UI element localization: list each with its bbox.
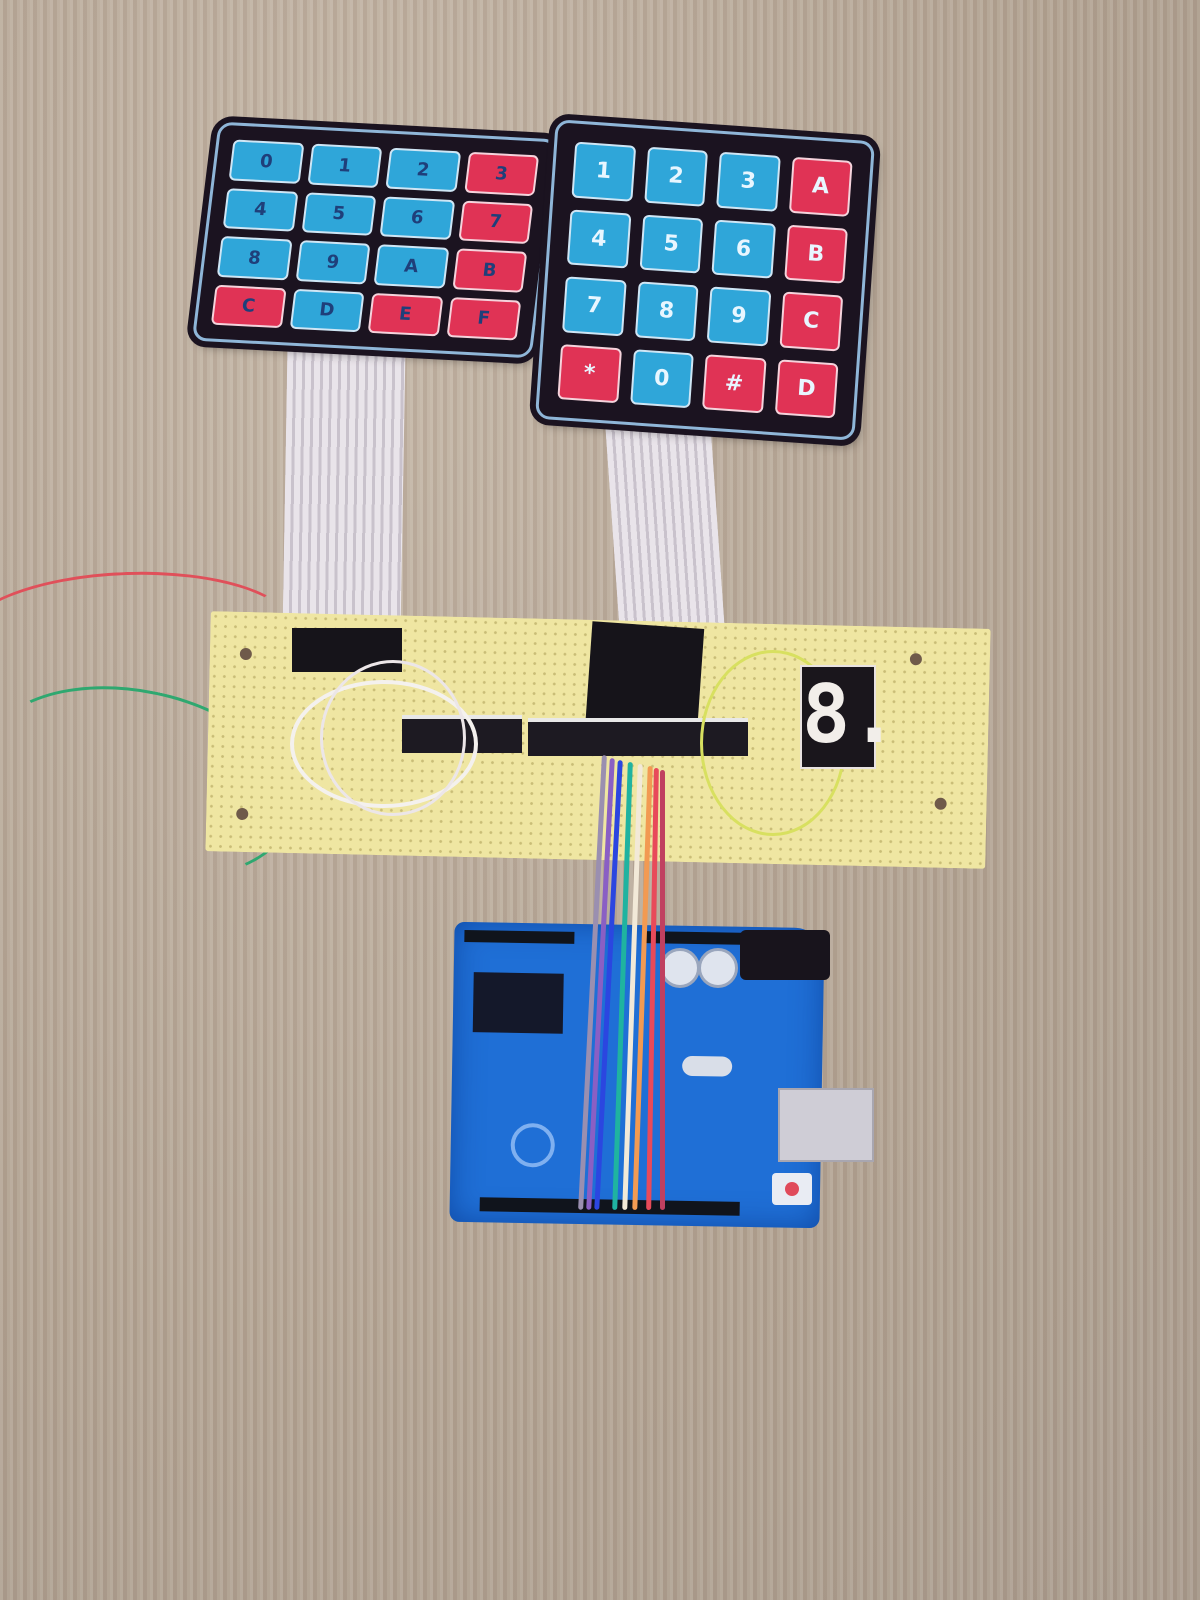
- key: D: [289, 288, 365, 333]
- mount-hole: [236, 807, 249, 821]
- key: 8: [634, 281, 699, 341]
- right-ribbon-cable: [603, 396, 726, 644]
- key: A: [788, 156, 853, 217]
- pin-header-top: [464, 929, 575, 944]
- pin-header-bottom: [479, 1197, 740, 1216]
- key: 6: [711, 219, 776, 279]
- crystal: [681, 1055, 733, 1077]
- left-ribbon-cable: [282, 328, 406, 652]
- power-jack: [740, 930, 830, 980]
- key: 5: [301, 191, 377, 236]
- key: 2: [385, 147, 461, 192]
- key: 0: [629, 348, 694, 409]
- usb-port: [778, 1088, 874, 1162]
- key: 1: [571, 141, 636, 202]
- key: 7: [457, 200, 534, 245]
- key: B: [783, 224, 848, 284]
- segment-digit: 8.: [802, 668, 899, 761]
- capacitor: [698, 948, 738, 988]
- key: 8: [216, 235, 293, 280]
- key: 6: [379, 195, 455, 240]
- key: 4: [566, 208, 631, 269]
- mount-hole: [909, 653, 923, 666]
- key: 4: [222, 187, 299, 232]
- key: F: [446, 296, 522, 341]
- key: 9: [706, 286, 771, 346]
- keypad-hex: 0 1 2 3 4 5 6 7 8 9 A B C D E F: [191, 121, 559, 359]
- key: 7: [562, 276, 627, 336]
- seven-segment-display: 8.: [800, 665, 899, 769]
- key: 2: [643, 146, 709, 207]
- key: D: [774, 358, 839, 419]
- mount-hole: [934, 797, 947, 810]
- key: C: [210, 284, 287, 329]
- mount-hole: [239, 647, 252, 661]
- key: 3: [716, 151, 781, 212]
- keypad-phone: 1 2 3 A 4 5 6 B 7 8 9 C * 0 # D: [534, 119, 876, 441]
- key: 1: [307, 143, 383, 188]
- key: E: [367, 292, 443, 337]
- reset-button: [772, 1173, 812, 1205]
- jumper-wire: [660, 770, 665, 1210]
- microcontroller-chip: [472, 972, 564, 1034]
- key: C: [779, 291, 844, 352]
- key: 0: [228, 139, 304, 184]
- key: B: [451, 248, 528, 293]
- white-wire-bundle: [320, 660, 466, 816]
- key: 3: [463, 151, 540, 196]
- key: A: [373, 244, 449, 289]
- key: *: [557, 343, 622, 404]
- capacitor: [660, 948, 700, 988]
- key: 5: [639, 214, 704, 274]
- key: #: [701, 353, 767, 414]
- arduino-logo: [510, 1122, 556, 1168]
- key: 9: [295, 240, 371, 285]
